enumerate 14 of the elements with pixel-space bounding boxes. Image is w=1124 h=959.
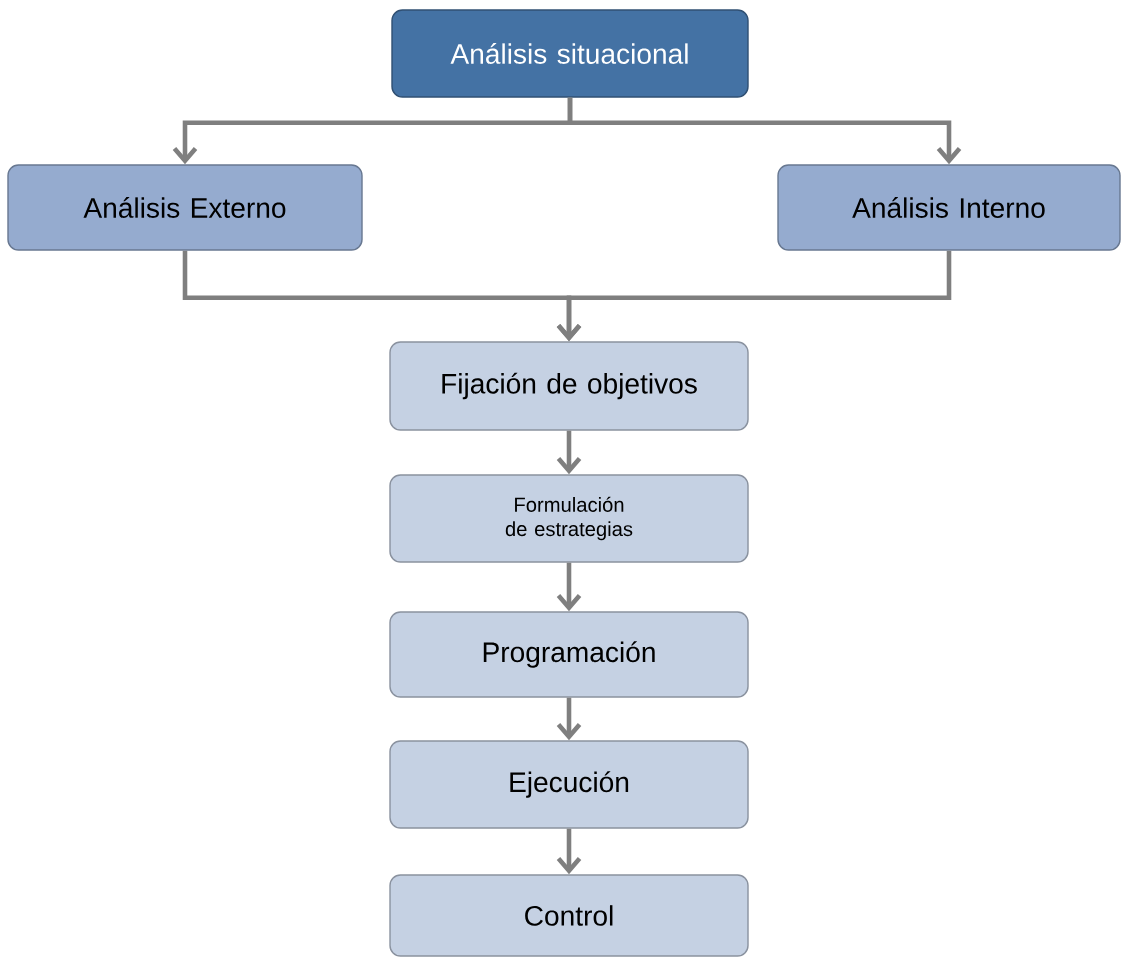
arrow [556, 562, 582, 612]
arrow [556, 250, 952, 342]
process-box: Control [389, 874, 749, 957]
arrow [567, 97, 962, 165]
arrow [556, 430, 582, 475]
process-box: Formulación de estrategias [389, 474, 749, 563]
arrow [556, 828, 582, 875]
process-box: Fijación de objetivos [389, 341, 749, 431]
title-box: Análisis situacional [391, 9, 749, 98]
process-box: Análisis Interno [777, 164, 1121, 251]
process-box: Ejecución [389, 740, 749, 829]
process-box: Análisis Externo [7, 164, 363, 251]
arrow [556, 697, 582, 741]
process-box: Programación [389, 611, 749, 698]
